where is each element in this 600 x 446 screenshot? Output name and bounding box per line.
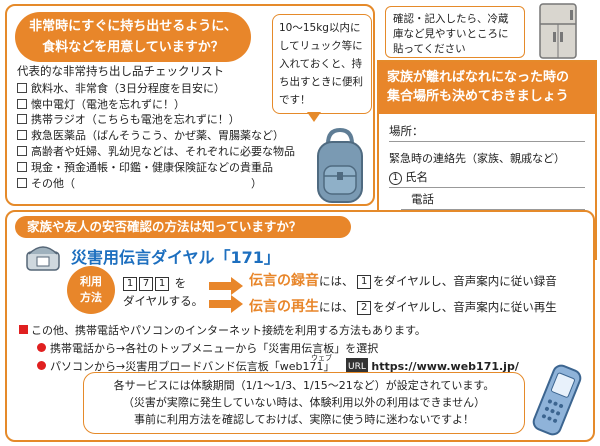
key-1: 1 xyxy=(357,275,372,289)
usage-badge: 利用 方法 xyxy=(67,266,115,314)
contact1-phone-field[interactable]: 電話 xyxy=(401,190,585,210)
trial-period-notice: 各サービスには体験期間（1/1～1/3、1/15～21など）が設定されています。… xyxy=(83,372,525,434)
checklist-item[interactable]: 現金・預金通帳・印鑑・健康保険証などの貴重品 xyxy=(17,160,317,176)
contact-label: 緊急時の連絡先（家族、親戚など） xyxy=(389,152,565,165)
other-methods: この他、携帯電話やパソコンのインターネット接続を利用する方法もあります。 携帯電… xyxy=(19,322,519,376)
square-bullet-icon xyxy=(19,325,28,334)
checkbox[interactable] xyxy=(17,130,27,141)
number-1-badge: 1 xyxy=(389,172,402,185)
family-header-line1: 家族が離ればなれになった時の xyxy=(387,70,570,85)
checkbox[interactable] xyxy=(17,98,27,109)
bubble-tail xyxy=(307,112,321,122)
safety-confirmation-card: 家族や友人の安否確認の方法は知っていますか？ 災害用伝言ダイヤル「171」 利用… xyxy=(5,210,595,442)
checkbox[interactable] xyxy=(17,82,27,93)
double-arrow-icon xyxy=(209,277,243,313)
supplies-question-header: 非常時にすぐに持ち出せるように、 食料などを用意していますか？ xyxy=(15,12,251,62)
checklist-item[interactable]: 救急医薬品（ばんそうこう、かぜ薬、胃腸薬など） xyxy=(17,128,317,144)
ruby-web: ウェブ xyxy=(311,354,332,362)
dot-bullet-icon xyxy=(37,343,46,352)
supplies-checklist: 代表的な非常持ち出し品チェックリスト 飲料水、非常食（3日分程度を目安に） 懐中… xyxy=(17,64,317,191)
digit-key: 1 xyxy=(123,277,137,291)
weight-tip-bubble: 10～15kg以内にしてリュック等に入れておくと、持ち出すときに便利です！ xyxy=(272,14,372,114)
digit-key: 1 xyxy=(155,277,169,291)
emergency-supplies-card: 非常時にすぐに持ち出せるように、 食料などを用意していますか？ 代表的な非常持ち… xyxy=(5,4,375,206)
web171-link[interactable]: https://www.web171.jp/ xyxy=(371,360,519,373)
checkbox[interactable] xyxy=(17,161,27,172)
url-tag: URL xyxy=(346,358,368,376)
post-it-instruction: 確認・記入したら、冷蔵庫など見やすいところに貼ってください xyxy=(385,6,525,58)
mobile-phone-icon xyxy=(532,364,582,436)
checkbox[interactable] xyxy=(17,177,27,188)
dial-171-title: 災害用伝言ダイヤル「171」 xyxy=(71,248,280,267)
supplies-header-line2: 食料などを用意していますか？ xyxy=(42,40,224,55)
checkbox[interactable] xyxy=(17,145,27,156)
dot-bullet-icon xyxy=(37,361,46,370)
safety-question-header: 家族や友人の安否確認の方法は知っていますか？ xyxy=(15,216,351,238)
meeting-place-field[interactable]: 場所： xyxy=(389,122,585,142)
key-2: 2 xyxy=(357,301,372,315)
checklist-title: 代表的な非常持ち出し品チェックリスト xyxy=(17,64,224,78)
checkbox[interactable] xyxy=(17,114,27,125)
digit-key: 7 xyxy=(139,277,153,291)
checklist-item[interactable]: 飲料水、非常食（3日分程度を目安に） xyxy=(17,81,317,97)
checklist-item[interactable]: 携帯ラジオ（こちらも電池を忘れずに！） xyxy=(17,112,317,128)
family-meeting-header: 家族が離ればなれになった時の 集合場所も決めておきましょう xyxy=(379,62,595,114)
checklist-item[interactable]: 高齢者や妊婦、乳幼児などは、それぞれに必要な物品 xyxy=(17,144,317,160)
checklist-item[interactable]: 懐中電灯（電池を忘れずに！） xyxy=(17,97,317,113)
checklist-item[interactable]: その他（ ） xyxy=(17,176,317,192)
backpack-icon xyxy=(317,127,363,203)
refrigerator-icon xyxy=(539,3,577,59)
telephone-icon xyxy=(26,246,60,271)
family-header-line2: 集合場所も決めておきましょう xyxy=(387,89,569,104)
supplies-header-line1: 非常時にすぐに持ち出せるように、 xyxy=(29,19,237,34)
